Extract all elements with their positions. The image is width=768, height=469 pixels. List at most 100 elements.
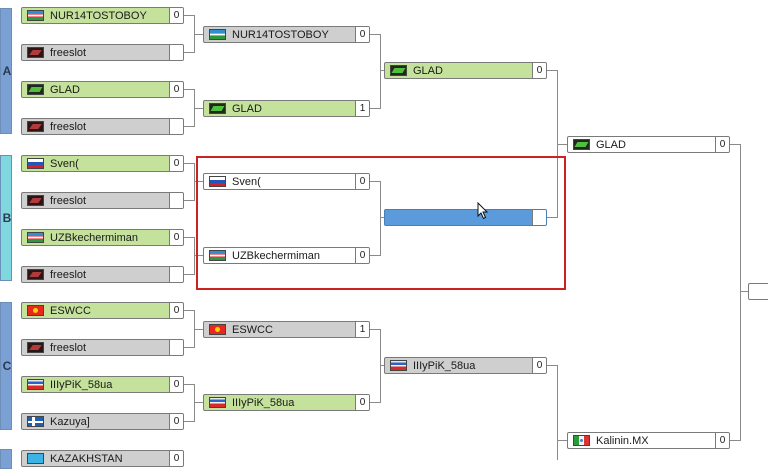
round2-slot-5[interactable]: IIIyPiK_58ua 0	[203, 394, 370, 411]
round1-slot-4[interactable]: Sven(0	[21, 155, 184, 172]
uz-flag-icon	[27, 10, 44, 21]
player-name: Sven(	[50, 157, 79, 170]
player-score: 1	[355, 101, 369, 116]
uz-flag-icon	[209, 29, 226, 40]
uz-flag-icon	[27, 232, 44, 243]
kg-flag-icon	[209, 324, 226, 335]
player-score: 0	[355, 248, 369, 263]
kz-flag-icon	[27, 453, 44, 464]
group-c-label: C	[2, 359, 12, 373]
player-score: 0	[169, 414, 183, 429]
round1-slot-10[interactable]: IIIyPiK_58ua 0	[21, 376, 184, 393]
player-score: 0	[169, 82, 183, 97]
player-score	[169, 267, 183, 282]
player-name: freeslot	[50, 341, 87, 354]
player-score: 0	[169, 451, 183, 466]
unknown-flag-icon	[27, 121, 44, 132]
unknown-flag-icon	[27, 195, 44, 206]
round1-slot-12[interactable]: KAZAKHSTAN 0	[21, 450, 184, 467]
player-name: Kalinin.MX	[596, 434, 649, 447]
bracket-connector	[194, 237, 195, 275]
player-score: 0	[532, 358, 546, 373]
player-name: IIIyPiK_58ua	[232, 396, 295, 409]
player-name: NUR14TOSTOBOY	[232, 28, 329, 41]
group-b-label: B	[2, 211, 12, 225]
uz-flag-icon	[209, 250, 226, 261]
mouse-cursor-icon	[477, 202, 489, 220]
round1-slot-11[interactable]: Kazuya] 0	[21, 413, 184, 430]
player-name: ESWCC	[50, 304, 91, 317]
round1-slot-5[interactable]: freeslot	[21, 192, 184, 209]
round1-slot-3[interactable]: freeslot	[21, 118, 184, 135]
bracket-connector	[184, 52, 194, 53]
round1-slot-0[interactable]: NUR14TOSTOBOY 0	[21, 7, 184, 24]
bracket-connector	[370, 108, 380, 109]
player-name: IIIyPiK_58ua	[50, 378, 113, 391]
unknown-flag-icon	[27, 47, 44, 58]
player-name: Kazuya]	[50, 415, 90, 428]
bracket-connector	[370, 329, 380, 330]
round1-slot-7[interactable]: freeslot	[21, 266, 184, 283]
bracket-connector	[184, 89, 194, 90]
player-name: UZBkechermiman	[50, 231, 139, 244]
bracket-connector	[380, 181, 381, 256]
bracket-connector	[194, 384, 195, 422]
team-logo-icon	[390, 65, 407, 76]
bracket-connector	[740, 144, 741, 441]
player-score: 0	[169, 377, 183, 392]
player-name: NUR14TOSTOBOY	[50, 9, 147, 22]
player-name: freeslot	[50, 120, 87, 133]
player-name: freeslot	[50, 194, 87, 207]
player-score: 0	[355, 395, 369, 410]
round5-slot-0[interactable]	[748, 283, 768, 300]
round3-slot-1[interactable]	[384, 209, 547, 226]
bracket-connector	[370, 34, 380, 35]
round1-slot-1[interactable]: freeslot	[21, 44, 184, 61]
bracket-connector	[184, 237, 194, 238]
player-score	[169, 45, 183, 60]
player-score: 0	[169, 8, 183, 23]
ua-flag-icon	[390, 360, 407, 371]
player-score	[169, 119, 183, 134]
bracket-connector	[184, 421, 194, 422]
player-name: Sven(	[232, 175, 261, 188]
group-c-bar: C	[0, 302, 12, 430]
round1-slot-6[interactable]: UZBkechermiman 0	[21, 229, 184, 246]
player-score: 0	[355, 174, 369, 189]
round1-slot-9[interactable]: freeslot	[21, 339, 184, 356]
player-score: 0	[169, 230, 183, 245]
bracket-connector	[380, 365, 384, 366]
bracket-connector	[730, 440, 740, 441]
group-d-bar	[0, 449, 12, 469]
ru-flag-icon	[27, 158, 44, 169]
bracket-connector	[184, 200, 194, 201]
player-score: 0	[532, 63, 546, 78]
round2-slot-1[interactable]: GLAD 1	[203, 100, 370, 117]
player-name: GLAD	[50, 83, 80, 96]
bracket-connector	[547, 365, 557, 366]
team-logo-icon	[27, 84, 44, 95]
group-b-bar: B	[0, 155, 12, 281]
player-name: KAZAKHSTAN	[50, 452, 123, 465]
bracket-connector	[194, 255, 203, 256]
player-name: ESWCC	[232, 323, 273, 336]
bracket-connector	[380, 34, 381, 109]
fi-flag-icon	[27, 416, 44, 427]
round1-slot-2[interactable]: GLAD 0	[21, 81, 184, 98]
bracket-connector	[370, 255, 380, 256]
player-name: GLAD	[232, 102, 262, 115]
group-a-label: A	[2, 64, 12, 78]
player-score	[169, 193, 183, 208]
round2-slot-2[interactable]: Sven( 0	[203, 173, 370, 190]
mx-flag-icon	[573, 435, 590, 446]
ua-flag-icon	[27, 379, 44, 390]
bracket-connector	[557, 144, 567, 145]
